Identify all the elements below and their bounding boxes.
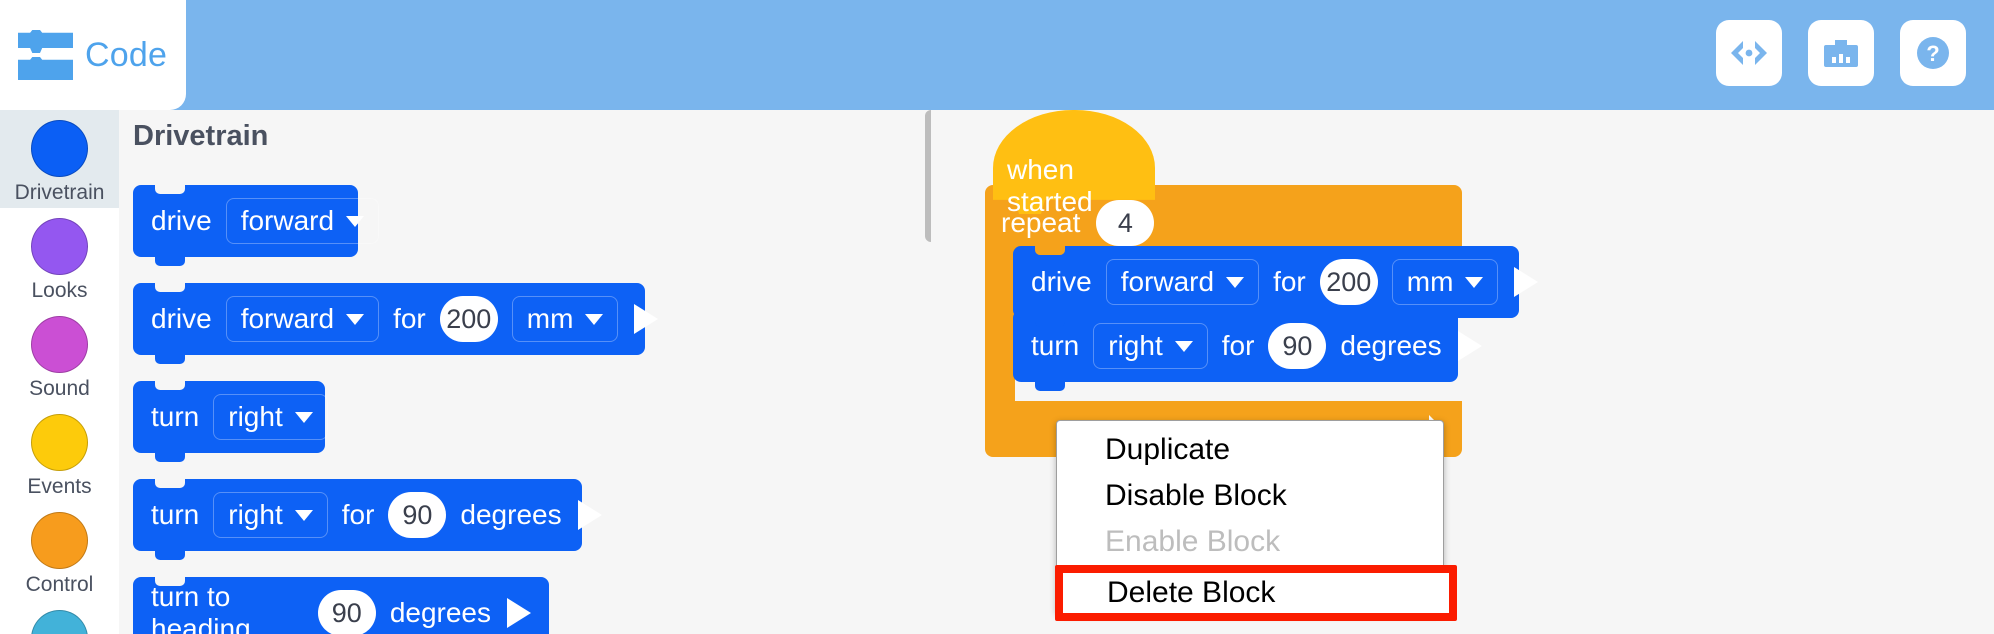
sensing-color-dot: [31, 610, 88, 634]
sidebar-item-label: Drivetrain: [14, 181, 105, 204]
app-header: Code ?: [0, 0, 1994, 110]
dropdown-turn-direction[interactable]: right: [1093, 323, 1208, 369]
palette-block-turn-to-heading[interactable]: turn to heading 90 degrees: [133, 577, 549, 634]
chevron-down-icon: [1226, 276, 1245, 288]
sidebar-item-label: Sound: [29, 377, 90, 400]
sidebar-item-next[interactable]: [0, 600, 119, 634]
block-label: when started: [1007, 154, 1093, 217]
events-color-dot: [31, 414, 88, 471]
palette-block-turn-for[interactable]: turn right for 90 degrees: [133, 479, 602, 560]
run-block-icon[interactable]: [577, 500, 602, 530]
drivetrain-color-dot: [31, 120, 88, 177]
block-word-for: for: [1221, 330, 1255, 361]
dropdown-direction[interactable]: forward: [225, 296, 380, 342]
number-input-angle[interactable]: 90: [388, 492, 447, 538]
sidebar-item-drivetrain[interactable]: Drivetrain: [0, 110, 119, 208]
number-input-angle[interactable]: 90: [1268, 323, 1327, 369]
number-input-distance[interactable]: 200: [439, 296, 498, 342]
sound-color-dot: [31, 316, 88, 373]
palette-block-drive[interactable]: drive forward: [133, 185, 380, 266]
run-block-icon[interactable]: [1514, 267, 1539, 297]
sidebar-item-control[interactable]: Control: [0, 502, 119, 600]
header-toolbar: ?: [1716, 20, 1966, 86]
dropdown-turn-direction[interactable]: right: [213, 394, 328, 440]
block-word-for: for: [341, 499, 375, 530]
block-word: drive: [151, 303, 212, 334]
block-word-degrees: degrees: [1340, 330, 1442, 361]
block-when-started[interactable]: when started: [993, 110, 1155, 218]
block-word: turn: [151, 401, 200, 432]
dropdown-direction[interactable]: forward: [225, 198, 380, 244]
block-context-menu: Duplicate Disable Block Enable Block Del…: [1055, 420, 1457, 621]
sidebar-item-events[interactable]: Events: [0, 404, 119, 502]
block-word-for: for: [393, 303, 426, 334]
code-view-icon[interactable]: [1716, 20, 1782, 86]
chevron-down-icon: [585, 313, 604, 325]
chevron-down-icon: [294, 509, 313, 521]
context-menu-item-enable-block: Enable Block: [1105, 525, 1281, 558]
dropdown-turn-direction[interactable]: right: [213, 492, 328, 538]
control-color-dot: [31, 512, 88, 569]
chevron-down-icon: [346, 313, 365, 325]
block-word: drive: [151, 205, 212, 236]
number-input-distance[interactable]: 200: [1319, 259, 1378, 305]
chevron-down-icon: [1174, 340, 1193, 352]
sidebar-item-label: Control: [25, 573, 94, 596]
help-icon[interactable]: ?: [1900, 20, 1966, 86]
number-input-heading[interactable]: 90: [317, 590, 376, 634]
dropdown-unit[interactable]: mm: [511, 296, 619, 342]
looks-color-dot: [31, 218, 88, 275]
app-title: Code: [85, 35, 168, 74]
sidebar-item-looks[interactable]: Looks: [0, 208, 119, 306]
palette-scrollbar[interactable]: [925, 110, 931, 242]
chevron-down-icon: [1465, 276, 1484, 288]
context-menu-item-duplicate[interactable]: Duplicate: [1105, 433, 1231, 466]
block-drive-for-workspace[interactable]: drive forward for 200 mm: [1013, 246, 1539, 327]
chevron-down-icon: [346, 215, 365, 227]
block-palette: Drivetrain drive forward drive forward f…: [119, 110, 931, 634]
svg-text:?: ?: [1926, 41, 1939, 66]
sidebar-item-label: Looks: [31, 279, 88, 302]
dashboard-icon[interactable]: [1808, 20, 1874, 86]
code-logo-icon: [18, 30, 73, 80]
run-block-icon[interactable]: [634, 304, 659, 334]
context-menu-item-disable-block[interactable]: Disable Block: [1105, 479, 1287, 512]
palette-block-drive-for[interactable]: drive forward for 200 mm: [133, 283, 659, 364]
sidebar-item-sound[interactable]: Sound: [0, 306, 119, 404]
sidebar-item-label: Events: [27, 475, 92, 498]
category-sidebar: Drivetrain Looks Sound Events Control: [0, 110, 119, 634]
run-block-icon[interactable]: [1457, 331, 1482, 361]
logo-tab[interactable]: Code: [0, 0, 186, 110]
block-word-for: for: [1273, 266, 1306, 297]
number-input-repeat-count[interactable]: 4: [1096, 200, 1155, 246]
chevron-down-icon: [294, 411, 313, 423]
block-word-degrees: degrees: [389, 597, 491, 628]
context-menu-item-delete-block[interactable]: Delete Block: [1055, 565, 1457, 621]
block-word: turn to heading: [151, 581, 251, 634]
repeat-spine: [985, 261, 1015, 401]
block-turn-for-workspace[interactable]: turn right for 90 degrees: [1013, 310, 1482, 391]
palette-block-turn[interactable]: turn right: [133, 381, 328, 462]
run-block-icon[interactable]: [507, 598, 531, 628]
block-word: drive: [1031, 266, 1092, 297]
block-word: turn: [151, 499, 200, 530]
dropdown-unit[interactable]: mm: [1391, 259, 1499, 305]
palette-title: Drivetrain: [133, 120, 269, 152]
dropdown-direction[interactable]: forward: [1105, 259, 1260, 305]
block-word-degrees: degrees: [460, 499, 562, 530]
block-word: turn: [1031, 330, 1080, 361]
